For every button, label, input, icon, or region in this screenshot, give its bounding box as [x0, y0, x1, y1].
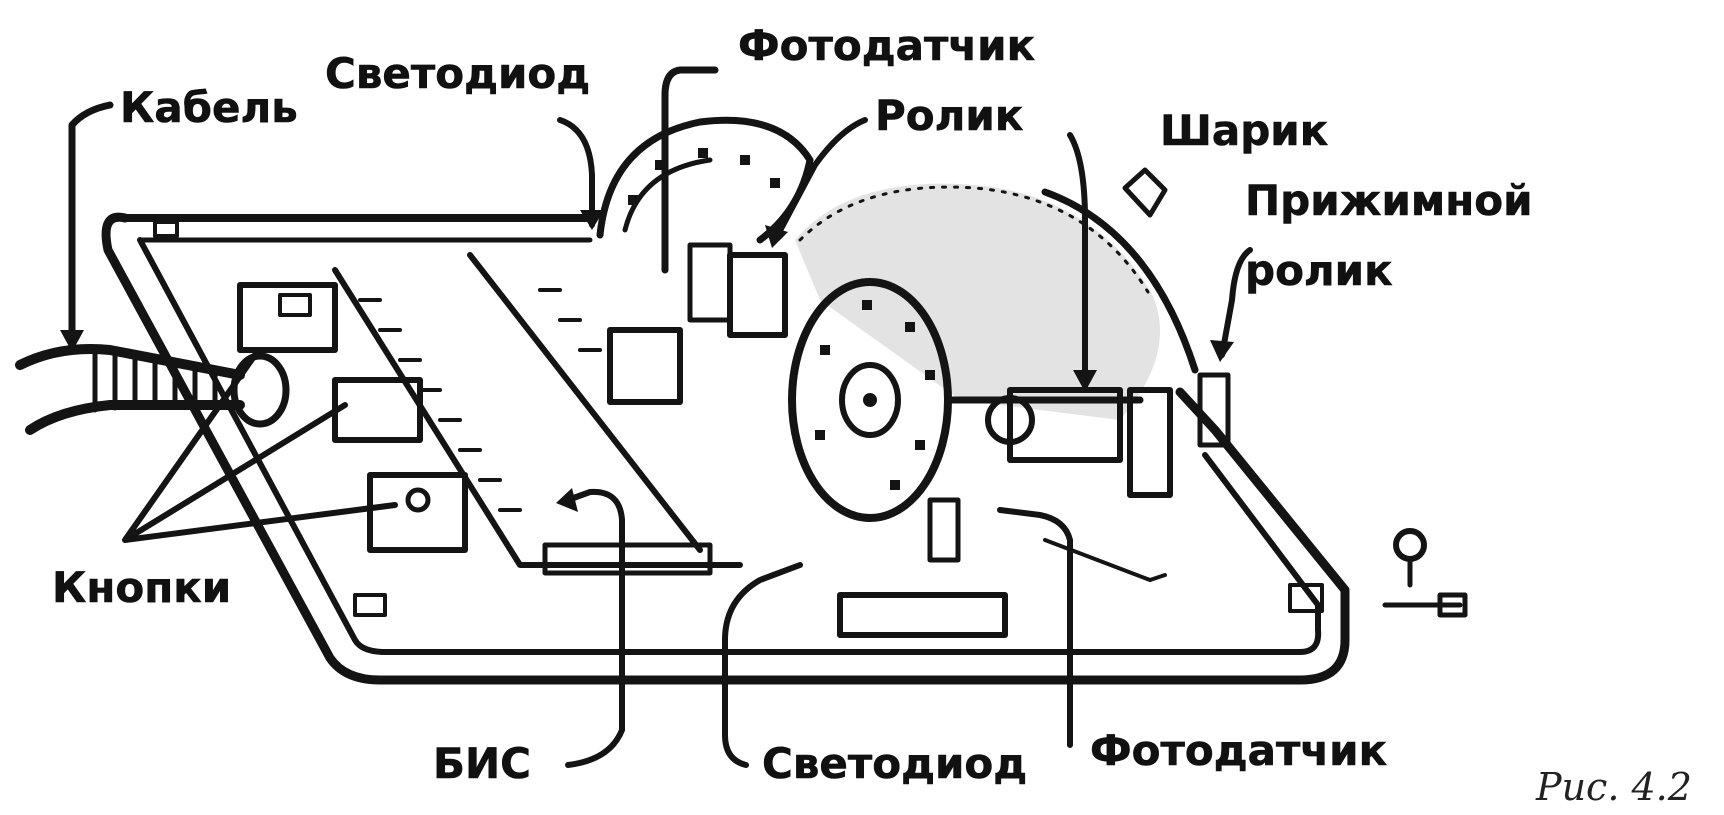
- circuit-board: [332, 252, 743, 576]
- label-led-top: Светодиод: [325, 49, 590, 98]
- cable: [15, 344, 290, 435]
- label-ball: Шарик: [1160, 106, 1328, 155]
- pressure-roller: [1127, 372, 1231, 498]
- label-cable: Кабель: [120, 83, 298, 132]
- ball: [795, 183, 1199, 420]
- led-upper: [607, 242, 733, 405]
- led-lower: [837, 592, 1008, 638]
- roller-shaft: [946, 387, 1144, 463]
- label-buttons: Кнопки: [52, 563, 231, 612]
- label-pressure-roller-line1: Прижимной: [1245, 176, 1533, 225]
- encoder-wheel-upper: [596, 116, 814, 244]
- leader-lines: [60, 66, 1253, 768]
- photosensor-upper-block: [727, 252, 788, 338]
- base-plate: [101, 212, 1350, 685]
- label-photosensor-bottom: Фотодатчик: [1090, 726, 1387, 775]
- microswitch-upper: [237, 282, 338, 353]
- label-roller: Ролик: [875, 91, 1023, 140]
- microswitch-lower: [367, 472, 468, 553]
- label-pressure-roller-line2: ролик: [1245, 246, 1393, 295]
- figure-caption: Рис. 4.2: [1535, 765, 1692, 809]
- label-led-bottom: Светодиод: [762, 739, 1027, 788]
- label-lsi-chip: БИС: [433, 739, 531, 788]
- label-photosensor-top: Фотодатчик: [738, 21, 1035, 70]
- photosensor-lower-block: [927, 497, 1167, 582]
- labels: Кабель Светодиод Фотодатчик Ролик Шарик …: [52, 21, 1692, 809]
- spare-part: [1382, 528, 1468, 618]
